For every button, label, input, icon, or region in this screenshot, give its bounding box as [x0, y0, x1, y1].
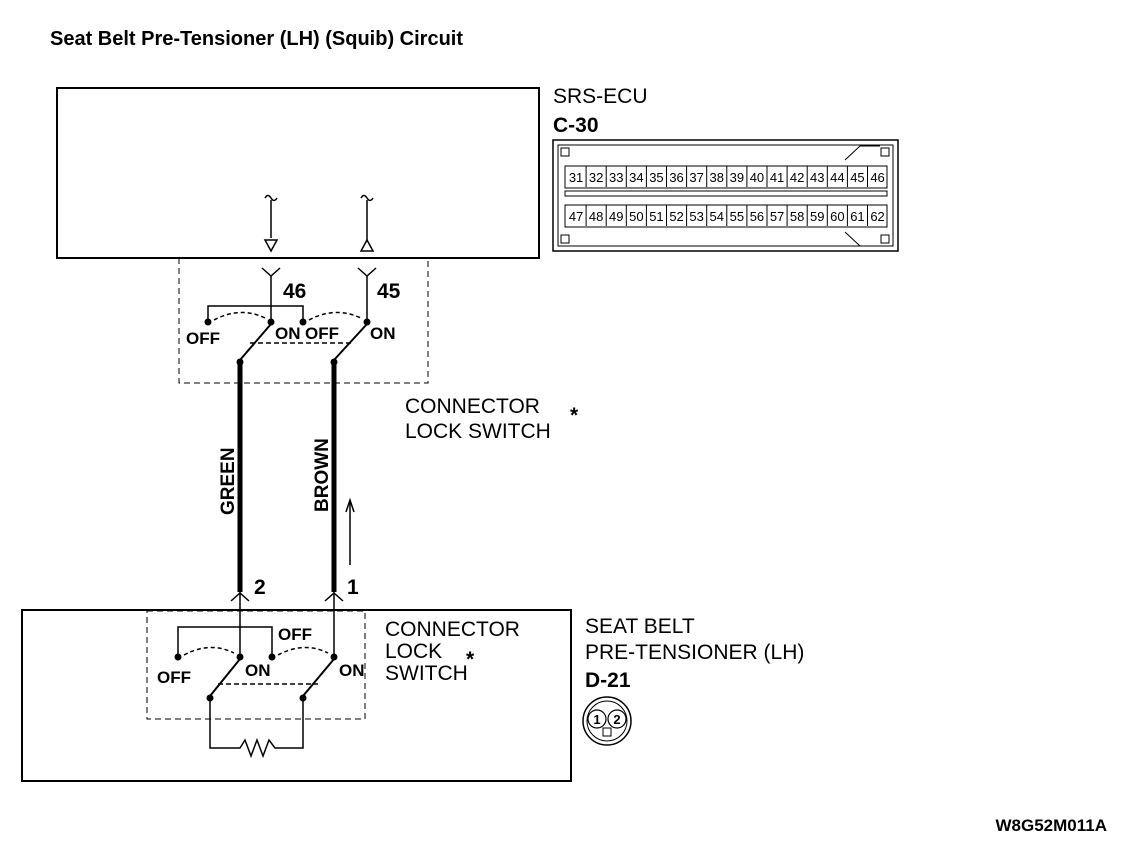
ecu-lock-switch-label-2: LOCK SWITCH — [405, 420, 551, 443]
ecu-lock-switch-mechanism — [204, 305, 371, 366]
pret-switch-on-right: ON — [339, 661, 365, 680]
terminal-2-label: 2 — [254, 576, 266, 599]
c30-pin: 62 — [870, 209, 884, 224]
c30-pin: 32 — [589, 170, 603, 185]
srs-ecu-box — [56, 87, 540, 259]
wire-brown-label: BROWN — [312, 438, 333, 512]
ecu-lock-switch-asterisk: * — [570, 404, 579, 427]
c30-pin: 31 — [569, 170, 583, 185]
terminal-45-label: 45 — [377, 280, 401, 303]
figure-code: W8G52M011A — [996, 816, 1108, 835]
ecu-switch-off-left: OFF — [186, 329, 220, 348]
ecu-switch-off-right: OFF — [305, 324, 339, 343]
ecu-switch-on-right: ON — [370, 324, 396, 343]
c30-pin: 53 — [689, 209, 703, 224]
c30-pin: 54 — [710, 209, 724, 224]
pretensioner-lock-switch-outline — [146, 610, 366, 720]
ecu-lock-switch-outline — [178, 258, 429, 384]
c30-pin: 46 — [870, 170, 884, 185]
pretensioner-name-2: PRE-TENSIONER (LH) — [585, 641, 804, 664]
c30-pin: 47 — [569, 209, 583, 224]
pretensioner-box — [21, 609, 572, 782]
d21-connector-face: 1 2 — [582, 696, 632, 746]
d21-pin-2: 2 — [613, 712, 620, 727]
diagram-title: Seat Belt Pre-Tensioner (LH) (Squib) Cir… — [50, 28, 463, 50]
ecu-terminal-symbols — [263, 194, 375, 253]
pretensioner-name-1: SEAT BELT — [585, 615, 695, 638]
c30-pin: 51 — [649, 209, 663, 224]
c30-pin: 45 — [850, 170, 864, 185]
c30-pin: 59 — [810, 209, 824, 224]
terminal-46-connection — [261, 267, 377, 324]
terminal-1-label: 1 — [347, 576, 359, 599]
pret-switch-off-right: OFF — [278, 625, 312, 644]
c30-pin: 41 — [770, 170, 784, 185]
c30-pin: 55 — [730, 209, 744, 224]
c30-pin: 50 — [629, 209, 643, 224]
pretensioner-connector-id: D-21 — [585, 669, 631, 692]
c30-pin: 39 — [730, 170, 744, 185]
c30-pin: 56 — [750, 209, 764, 224]
c30-pin: 35 — [649, 170, 663, 185]
ecu-connector-id: C-30 — [553, 114, 599, 137]
pretensioner-lock-switch-mechanism — [174, 626, 338, 759]
c30-pin: 52 — [669, 209, 683, 224]
c30-pin: 37 — [689, 170, 703, 185]
pretensioner-terminals — [230, 591, 344, 657]
ecu-name: SRS-ECU — [553, 85, 648, 108]
c30-pin: 61 — [850, 209, 864, 224]
ecu-lock-switch-label-1: CONNECTOR — [405, 395, 540, 418]
c30-pin: 43 — [810, 170, 824, 185]
pret-lock-switch-label-1: CONNECTOR — [385, 618, 520, 641]
c30-pin: 48 — [589, 209, 603, 224]
ecu-switch-on-left: ON — [275, 324, 301, 343]
c30-pin: 57 — [770, 209, 784, 224]
c30-pin: 40 — [750, 170, 764, 185]
pret-lock-switch-label-2: LOCK — [385, 640, 442, 663]
c30-pin: 42 — [790, 170, 804, 185]
c30-pin: 34 — [629, 170, 643, 185]
pret-switch-on-left: ON — [245, 661, 271, 680]
c30-pin: 58 — [790, 209, 804, 224]
c30-pin: 36 — [669, 170, 683, 185]
c30-pin: 38 — [710, 170, 724, 185]
pret-lock-switch-asterisk: * — [466, 648, 475, 671]
c30-pin: 60 — [830, 209, 844, 224]
pret-lock-switch-label-3: SWITCH — [385, 662, 468, 685]
terminal-46-label: 46 — [283, 280, 306, 303]
c30-pin: 33 — [609, 170, 623, 185]
current-direction-arrow — [345, 497, 355, 565]
d21-pin-1: 1 — [593, 712, 600, 727]
pret-switch-off-left: OFF — [157, 668, 191, 687]
wire-green-label: GREEN — [218, 447, 239, 515]
c30-connector-face: 31 32 33 34 35 36 37 38 39 40 41 42 43 44 45 46 47 48 49 5… — [552, 139, 899, 252]
c30-pin: 44 — [830, 170, 844, 185]
c30-pin: 49 — [609, 209, 623, 224]
